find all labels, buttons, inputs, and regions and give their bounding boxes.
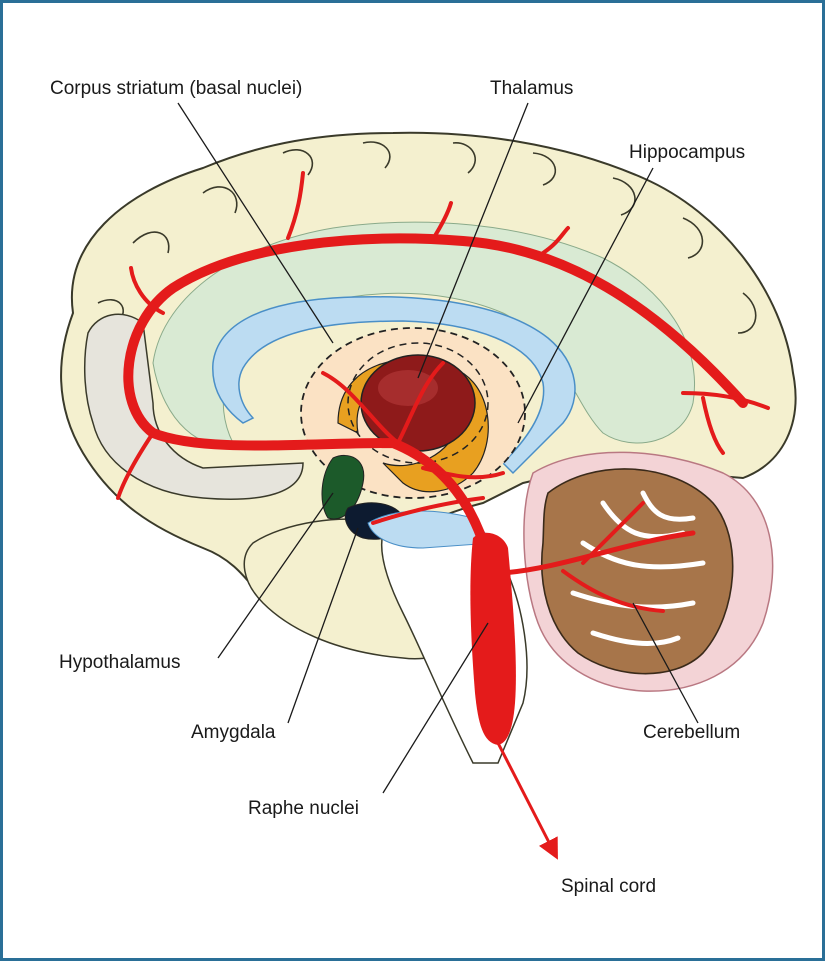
label-hypothalamus: Hypothalamus: [59, 653, 180, 672]
label-amygdala: Amygdala: [191, 723, 276, 742]
label-spinal-cord: Spinal cord: [561, 877, 656, 896]
spinal-cord-arrow: [498, 743, 556, 856]
label-thalamus: Thalamus: [490, 79, 573, 98]
label-raphe-nuclei: Raphe nuclei: [248, 799, 359, 818]
label-hippocampus: Hippocampus: [629, 143, 745, 162]
label-corpus-striatum: Corpus striatum (basal nuclei): [50, 79, 302, 98]
label-cerebellum: Cerebellum: [643, 723, 740, 742]
